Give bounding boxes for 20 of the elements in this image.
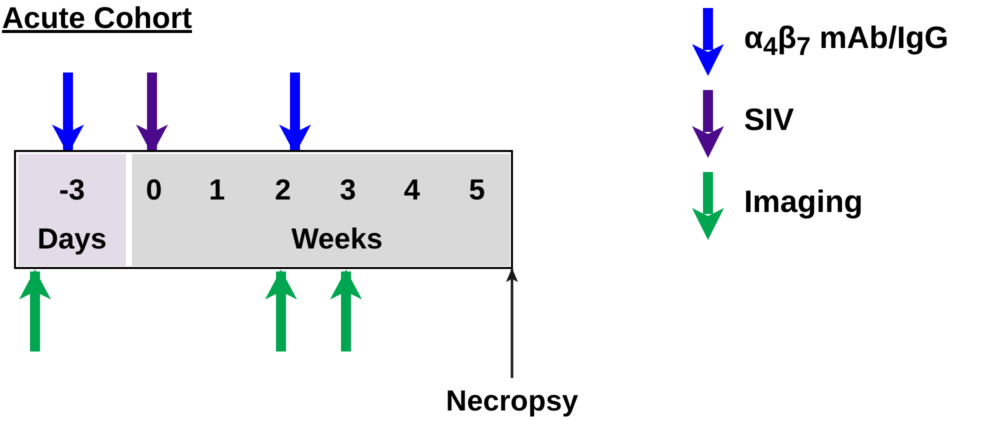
- time-point-label: 4: [404, 176, 420, 206]
- time-point-label: -3: [59, 176, 85, 206]
- time-point-label: 2: [274, 176, 292, 206]
- arrow: [330, 270, 362, 352]
- unit-label: Days: [37, 226, 107, 254]
- title: Acute Cohort: [2, 2, 192, 36]
- timeline-bar: [14, 150, 513, 269]
- time-point-label: 0: [146, 176, 162, 206]
- legend-label: Imaging: [744, 184, 863, 220]
- timeline-segment: [132, 154, 510, 266]
- legend-label: SIV: [744, 102, 794, 138]
- arrow: [506, 268, 518, 378]
- unit-label: Weeks: [291, 226, 383, 254]
- time-point-label: 1: [208, 176, 226, 206]
- event-label: Necropsy: [446, 388, 578, 416]
- legend-label: α$_{4}$β$_{7}$ mAb/IgG: [744, 20, 949, 62]
- time-point-label: 3: [340, 176, 356, 206]
- arrow: [19, 270, 51, 352]
- time-point-label: 5: [468, 176, 486, 206]
- timeline-segment: [18, 154, 126, 266]
